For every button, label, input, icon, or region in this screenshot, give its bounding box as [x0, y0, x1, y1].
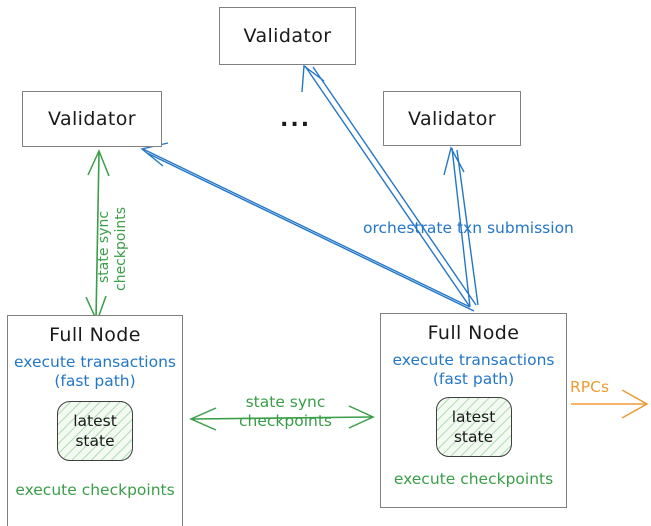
edge-rpcs [571, 389, 649, 419]
validator-left-box[interactable]: Validator [22, 91, 162, 147]
validator-left-label: Validator [48, 108, 136, 130]
edge-label-state-sync-vertical-line1: state sync [96, 210, 112, 283]
full-node-right-latest-state[interactable]: latest state [435, 396, 512, 457]
edge-label-state-sync-vertical-line2: checkpoints [113, 207, 129, 291]
edge-label-orchestrate: orchestrate txn submission [363, 219, 574, 237]
full-node-left-title: Full Node [49, 324, 141, 346]
full-node-left-fastpath-line2: (fast path) [54, 372, 136, 391]
full-node-right-execute-checkpoints: execute checkpoints [393, 469, 554, 488]
full-node-left-box[interactable]: Full Node execute transactions (fast pat… [7, 315, 183, 526]
full-node-right-fastpath-line1: execute transactions [392, 351, 555, 369]
full-node-right-latest-state-line2: state [453, 427, 494, 446]
full-node-left-fastpath: execute transactions (fast path) [14, 353, 176, 392]
full-node-left-latest-state-line1: latest [73, 411, 117, 430]
edge-orchestrate-top-validator [301, 64, 477, 308]
validator-right-label: Validator [408, 107, 496, 130]
edge-state-sync-horizontal [189, 405, 375, 431]
full-node-right-fastpath-line2: (fast path) [432, 370, 515, 389]
validator-right-box[interactable]: Validator [383, 91, 521, 146]
full-node-left-fastpath-line1: execute transactions [13, 353, 177, 371]
edge-label-state-sync-horizontal-line1: state sync [245, 393, 326, 411]
edge-label-rpcs: RPCs [570, 378, 610, 396]
full-node-right-fastpath: execute transactions (fast path) [392, 351, 554, 390]
full-node-right-title: Full Node [427, 322, 520, 344]
edge-label-state-sync-horizontal: state sync checkpoints [233, 393, 338, 432]
edge-label-state-sync-horizontal-line2: checkpoints [239, 412, 332, 431]
full-node-left-latest-state-line2: state [75, 431, 115, 450]
validator-ellipsis: ... [280, 107, 312, 132]
full-node-right-box[interactable]: Full Node execute transactions (fast pat… [380, 313, 567, 508]
edge-orchestrate-right-validator [443, 146, 479, 308]
validator-top-label: Validator [243, 25, 332, 47]
full-node-left-latest-state[interactable]: latest state [57, 400, 133, 461]
full-node-right-latest-state-line1: latest [451, 407, 496, 426]
validator-top-box[interactable]: Validator [219, 7, 356, 65]
full-node-left-execute-checkpoints: execute checkpoints [15, 480, 175, 499]
